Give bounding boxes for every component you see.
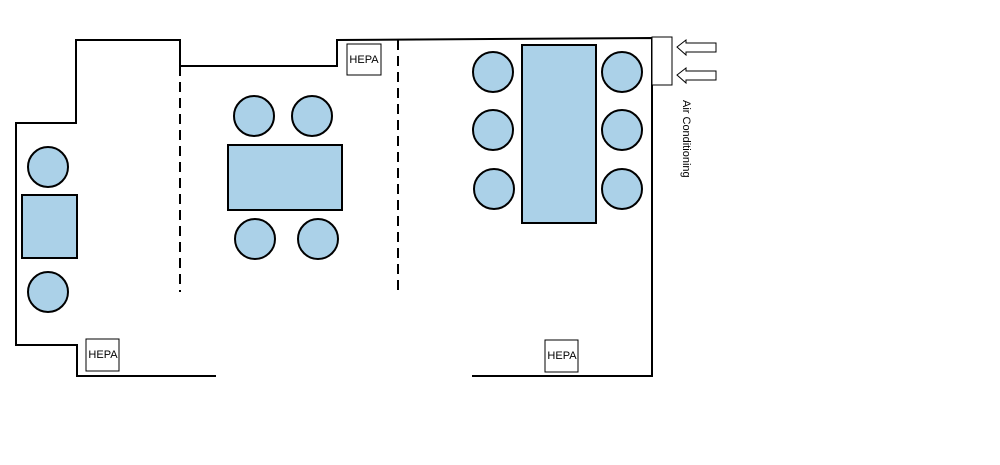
table	[227, 144, 343, 211]
partitions	[179, 40, 399, 292]
ac-box	[651, 36, 673, 86]
hepa-label: HEPA	[349, 54, 379, 66]
chair	[27, 271, 69, 313]
chair	[291, 95, 333, 137]
table	[521, 44, 597, 224]
hepa-unit-top: HEPA	[346, 43, 382, 76]
chair	[234, 218, 276, 260]
arrow-left-icon	[676, 66, 717, 85]
table	[21, 194, 78, 259]
air-conditioning-unit: Air Conditioning	[651, 36, 717, 178]
hepa-unit-bottom-left: HEPA	[85, 338, 120, 372]
chair	[473, 168, 515, 210]
chair	[472, 109, 514, 151]
room-middle	[227, 95, 343, 260]
hepa-unit-bottom-right: HEPA	[544, 339, 579, 373]
air-conditioning-label: Air Conditioning	[680, 100, 692, 178]
arrow-left-icon	[676, 38, 717, 57]
hepa-label: HEPA	[88, 349, 118, 361]
chair	[297, 218, 339, 260]
room-right	[472, 44, 643, 224]
room-left	[21, 146, 78, 313]
wall-top-left-segment	[15, 36, 653, 377]
chair	[233, 95, 275, 137]
chair	[601, 51, 643, 93]
chair	[472, 51, 514, 93]
hepa-label: HEPA	[547, 350, 577, 362]
chair	[601, 109, 643, 151]
chair	[27, 146, 69, 188]
outer-walls	[15, 36, 653, 377]
chair	[601, 168, 643, 210]
